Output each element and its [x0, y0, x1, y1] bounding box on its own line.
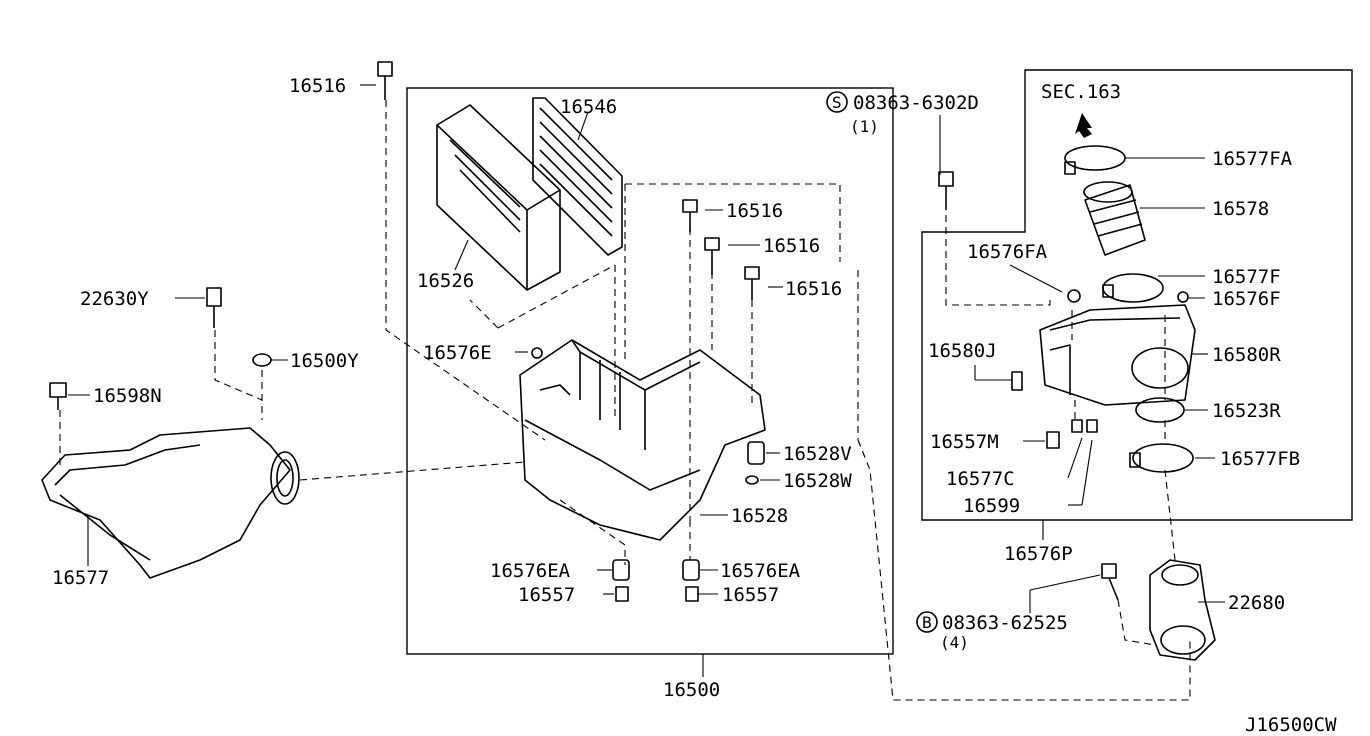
part-labels: 16516 16546 16526 16516 16516 16516 2263…	[52, 75, 1337, 736]
filter-element-16526	[436, 104, 561, 291]
label-16528W: 16528W	[783, 470, 852, 492]
label-16577FB: 16577FB	[1220, 448, 1300, 470]
label-16576P: 16576P	[1004, 543, 1073, 565]
label-s-bolt-qty: (1)	[850, 117, 879, 136]
clip-16598N	[49, 382, 67, 410]
label-16516-b: 16516	[763, 235, 820, 257]
grommet-16576FA	[1067, 289, 1081, 303]
label-16528V: 16528V	[783, 443, 852, 465]
label-s-bolt: 08363-6302D	[853, 92, 979, 114]
label-16516-a: 16516	[726, 200, 783, 222]
label-16599: 16599	[963, 495, 1020, 517]
label-16557M: 16557M	[930, 431, 999, 453]
sensor-22630Y	[206, 287, 222, 328]
grommet-16576F	[1177, 291, 1189, 303]
clamp-16577F	[1102, 273, 1164, 303]
label-b-bolt: 08363-62525	[942, 612, 1068, 634]
grommet-16500Y	[252, 353, 272, 367]
bolt-16557-right	[685, 586, 699, 602]
label-16526: 16526	[417, 270, 474, 292]
air-cleaner-body	[519, 339, 766, 541]
label-16546: 16546	[560, 96, 617, 118]
label-16580R: 16580R	[1212, 344, 1281, 366]
label-16557-right: 16557	[722, 584, 779, 606]
label-b-bolt-qty: (4)	[940, 633, 969, 652]
label-16528: 16528	[731, 505, 788, 527]
bolt-16516-a	[682, 199, 698, 232]
s-mark: S	[832, 93, 842, 112]
label-16576EA-right: 16576EA	[720, 560, 801, 582]
grommet-16576E	[531, 347, 543, 359]
label-16580J: 16580J	[928, 340, 997, 362]
bolt-16516-c	[744, 266, 760, 300]
diagram-code: J16500CW	[1245, 714, 1337, 736]
bolt-16516-b	[704, 237, 720, 275]
label-22680: 22680	[1228, 592, 1285, 614]
label-16577: 16577	[52, 567, 109, 589]
sec-arrow-icon	[1075, 113, 1092, 138]
label-22630Y: 22630Y	[80, 288, 149, 310]
label-16557-left: 16557	[518, 584, 575, 606]
right-assembly-frame	[921, 69, 1353, 521]
clamp-16577C	[1071, 419, 1098, 433]
bolt-16516-top	[377, 61, 393, 100]
s-mark-circle	[826, 91, 848, 113]
label-16577F: 16577F	[1212, 266, 1281, 288]
bushing-16528V	[747, 441, 765, 465]
boot-16578	[1083, 181, 1146, 256]
label-16516-top: 16516	[289, 75, 346, 97]
label-16577C: 16577C	[946, 468, 1015, 490]
bolt-b-08363	[1101, 563, 1119, 601]
label-16576F: 16576F	[1212, 288, 1281, 310]
bolt-16557-left	[615, 586, 629, 602]
main-assembly-frame	[406, 87, 894, 655]
label-16577FA: 16577FA	[1212, 148, 1293, 170]
air-duct-16577	[41, 427, 300, 579]
clamp-16577FA	[1064, 145, 1126, 175]
label-16598N: 16598N	[93, 385, 162, 407]
dashed-assembly-lines	[59, 100, 1191, 701]
clamp-16577FB	[1129, 443, 1194, 473]
b-mark-circle	[916, 611, 938, 633]
label-16576EA-left: 16576EA	[490, 560, 571, 582]
bushing-16576EA-right	[682, 559, 700, 581]
resonator-16580R	[1039, 304, 1196, 406]
label-16576FA: 16576FA	[967, 241, 1048, 263]
label-16516-c: 16516	[785, 278, 842, 300]
mass-air-flow-sensor-22680	[1149, 559, 1216, 661]
leader-lines	[68, 84, 1225, 677]
washer-16528W	[745, 475, 759, 485]
label-16576E: 16576E	[423, 342, 492, 364]
bracket-16580J	[1011, 371, 1023, 391]
bolt-s-08363	[938, 171, 954, 210]
b-mark: B	[922, 613, 932, 632]
label-16578: 16578	[1212, 198, 1269, 220]
seal-16523R	[1135, 397, 1185, 423]
label-16523R: 16523R	[1212, 400, 1281, 422]
bushing-16557M	[1046, 431, 1060, 449]
bushing-16576EA-left	[612, 559, 630, 581]
label-sec-ref: SEC.163	[1041, 81, 1121, 103]
label-16500: 16500	[663, 679, 720, 701]
filter-16546	[532, 97, 623, 256]
label-16500Y: 16500Y	[290, 350, 359, 372]
